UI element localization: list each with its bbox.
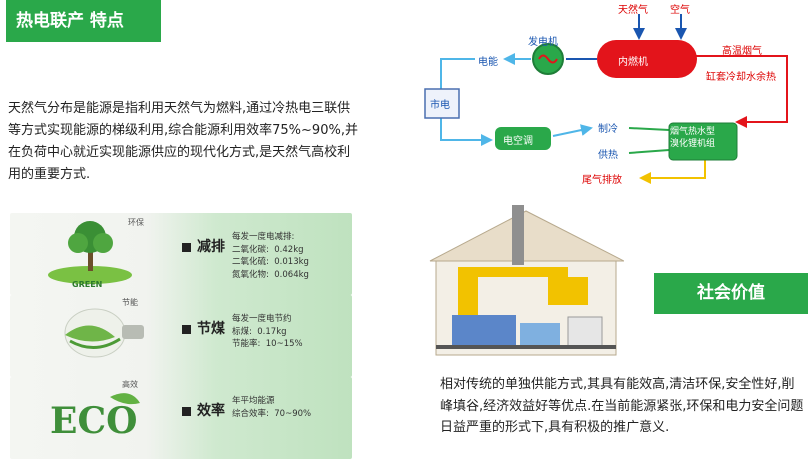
card-tag: 高效 <box>122 380 138 389</box>
label-grid: 市电 <box>430 100 450 111</box>
card-title: 节煤 <box>182 318 225 338</box>
label-power: 电能 <box>478 57 498 68</box>
label-heating: 供热 <box>598 150 618 161</box>
benefit-card-coal: 节能 节煤 每发一度电节约 标煤: 0.17kg 节能率: 10~15% <box>10 295 352 377</box>
chiller-box <box>668 122 738 161</box>
lightbulb-icon <box>64 308 144 358</box>
card-title: 减排 <box>182 236 225 256</box>
label-natural-gas: 天然气 <box>618 5 648 16</box>
engine-shape <box>597 40 697 78</box>
green-text-mark: GREEN <box>72 280 102 289</box>
intro-paragraph: 天然气分布是能源是指利用天然气为燃料,通过冷热电三联供等方式实现能源的梯级利用,… <box>8 101 358 182</box>
label-engine: 内燃机 <box>618 57 648 68</box>
benefit-card-emission: GREEN 环保 减排 每发一度电减排: 二氧化碳: 0.42kg 二氧化硫: … <box>10 213 352 295</box>
benefit-card-efficiency: ECO 高效 效率 年平均能源 综合效率: 70~90% <box>10 377 352 459</box>
label-cooling: 制冷 <box>598 124 618 135</box>
section-title: 热电联产 特点 <box>16 11 124 31</box>
green-tree-illustration: GREEN <box>48 221 132 289</box>
card-details: 每发一度电节约 标煤: 0.17kg 节能率: 10~15% <box>232 314 303 349</box>
eco-text-mark: ECO <box>50 400 137 442</box>
label-generator: 发电机 <box>528 37 558 48</box>
label-high-temp-flue: 高温烟气 <box>722 46 762 57</box>
label-air: 空气 <box>670 5 690 16</box>
section-title-banner: 热电联产 特点 <box>6 0 161 42</box>
social-value-paragraph: 相对传统的单独供能方式,其具有能效高,清洁环保,安全性好,削峰填谷,经济效益好等… <box>440 377 804 435</box>
label-chiller: 烟气热水型 溴化锂机组 <box>670 127 716 149</box>
cchp-flow-diagram <box>424 14 788 184</box>
card-title: 效率 <box>182 400 225 420</box>
card-details: 年平均能源 综合效率: 70~90% <box>232 396 312 419</box>
grid-box <box>424 88 460 119</box>
card-tag: 环保 <box>128 218 144 227</box>
card-tag: 节能 <box>122 298 138 307</box>
label-jacket-heat: 缸套冷却水余热 <box>706 72 776 83</box>
ac-box <box>495 127 551 150</box>
card-details: 每发一度电减排: 二氧化碳: 0.42kg 二氧化硫: 0.013kg 氮氧化物… <box>232 232 309 280</box>
eco-leaf-icon: ECO <box>50 393 140 442</box>
social-value-banner: 社会价值 <box>654 273 808 314</box>
label-exhaust: 尾气排放 <box>582 175 622 186</box>
social-value-title: 社会价值 <box>697 283 765 303</box>
label-ac: 电空调 <box>503 136 533 147</box>
building-cutaway-illustration <box>429 205 624 356</box>
